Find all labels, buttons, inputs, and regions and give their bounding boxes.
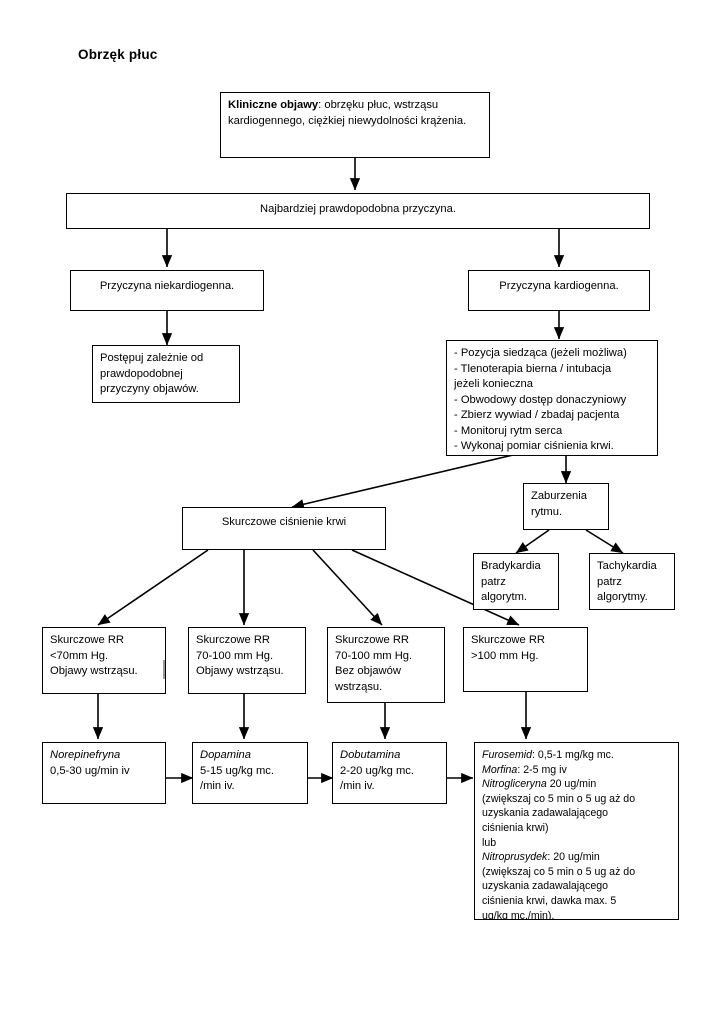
nitroprusydek-note: (zwiększaj co 5 min o 5 ug aż do uzyskan… <box>482 865 636 920</box>
final-furosemid-line: Furosemid: 0,5-1 mg/kg mc. <box>482 748 672 763</box>
clinical-signs-text: : obrzęku płuc, wstrząsu kardiogennego, … <box>228 99 467 127</box>
node-rr-70-100-noshock: Skurczowe RR 70-100 mm Hg. Bez objawów w… <box>327 627 445 703</box>
final-nitroprusydek-line: Nitroprusydek: 20 ug/min <box>482 850 672 865</box>
morfina-dose: : 2-5 mg iv <box>517 763 567 776</box>
dopamine-drug: Dopamina <box>200 749 251 761</box>
final-nitrogliceryna-line: Nitrogliceryna 20 ug/min <box>482 777 672 792</box>
node-rr-above-100: Skurczowe RR >100 mm Hg. <box>463 627 588 692</box>
norepinephrine-drug: Norepinefryna <box>50 749 121 761</box>
node-rr-below-70: Skurczowe RR <70mm Hg. Objawy wstrząsu. <box>42 627 166 694</box>
node-noncardiogenic-cause: Przyczyna niekardiogenna. <box>70 270 264 311</box>
node-dopamine: Dopamina 5-15 ug/kg mc. /min iv. <box>192 742 308 804</box>
dobutamine-drug: Dobutamina <box>340 749 401 761</box>
furosemid-name: Furosemid <box>482 749 533 761</box>
node-most-likely-cause: Najbardziej prawdopodobna przyczyna. <box>66 193 650 229</box>
scan-artifact <box>163 660 165 679</box>
node-clinical-signs: Kliniczne objawy: obrzęku płuc, wstrząsu… <box>220 92 490 158</box>
nitrogliceryna-dose: 20 ug/min <box>546 778 597 791</box>
node-rhythm-disturbance: Zaburzenia rytmu. <box>523 483 609 530</box>
dobutamine-dose: 2-20 ug/kg mc. /min iv. <box>340 764 414 793</box>
furosemid-dose: : 0,5-1 mg/kg mc. <box>532 749 614 761</box>
clinical-signs-lead: Kliniczne objawy <box>228 99 319 111</box>
morfina-name: Morfina <box>482 763 518 776</box>
node-act-by-cause: Postępuj zależnie od prawdopodobnej przy… <box>92 345 240 403</box>
node-rr-70-100-shock: Skurczowe RR 70-100 mm Hg. Objawy wstrzą… <box>188 627 306 694</box>
node-cardiogenic-cause: Przyczyna kardiogenna. <box>468 270 650 311</box>
nitrogliceryna-note: (zwiększaj co 5 min o 5 ug aż do uzyskan… <box>482 792 636 834</box>
node-final-therapy: Furosemid: 0,5-1 mg/kg mc. Morfina: 2-5 … <box>474 742 679 920</box>
node-norepinephrine: Norepinefryna 0,5-30 ug/min iv <box>42 742 166 804</box>
dopamine-dose: 5-15 ug/kg mc. /min iv. <box>200 764 274 793</box>
node-systolic-bp: Skurczowe ciśnienie krwi <box>182 507 386 550</box>
node-cardiogenic-actions: - Pozycja siedząca (jeżeli możliwa) - Tl… <box>446 340 658 456</box>
nitrogliceryna-name: Nitrogliceryna <box>482 778 547 791</box>
final-or-text: lub <box>482 836 497 849</box>
page-title: Obrzęk płuc <box>78 47 158 62</box>
node-dobutamine: Dobutamina 2-20 ug/kg mc. /min iv. <box>332 742 447 804</box>
nitroprusydek-name: Nitroprusydek <box>482 851 548 864</box>
norepinephrine-dose: 0,5-30 ug/min iv <box>50 764 130 777</box>
nitroprusydek-dose: : 20 ug/min <box>547 851 600 864</box>
node-tachycardia: Tachykardia patrz algorytmy. <box>589 553 675 610</box>
node-bradycardia: Bradykardia patrz algorytm. <box>473 553 559 610</box>
final-morfina-line: Morfina: 2-5 mg iv <box>482 763 672 778</box>
